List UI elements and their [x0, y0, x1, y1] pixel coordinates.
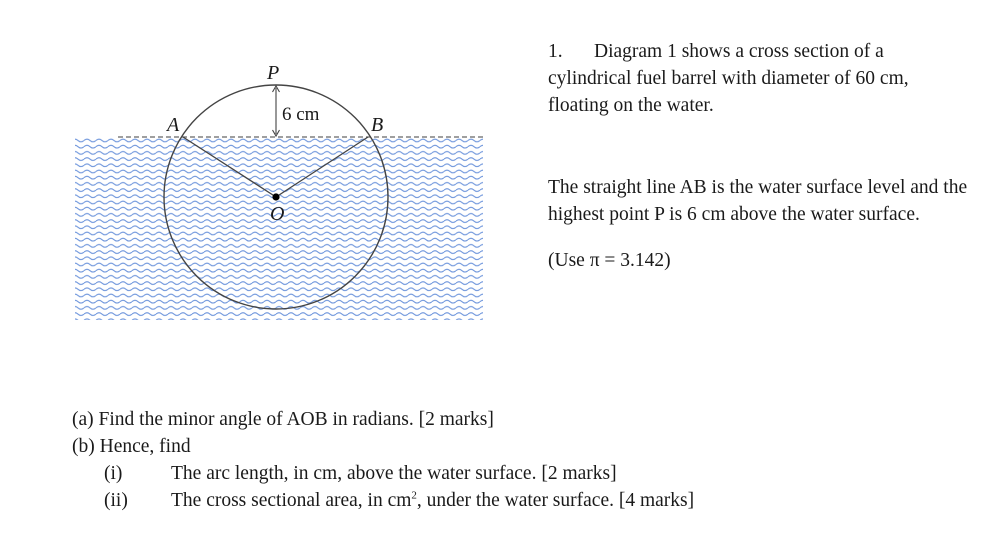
question-b-ii-label: (ii): [104, 490, 128, 511]
arrow-head-down-icon: [272, 129, 280, 138]
label-A: A: [165, 114, 180, 136]
question-b-i: (i) The arc length, in cm, above the wate…: [72, 460, 694, 487]
question-b: (b) Hence, find: [72, 436, 191, 457]
center-point-O: [272, 193, 280, 201]
intro-first: Diagram 1 shows a cross section of a: [594, 41, 884, 62]
question-b-ii: (ii) The cross sectional area, in cm2, un…: [72, 487, 694, 514]
arrow-head-up-icon: [272, 84, 280, 93]
barrel-diagram: P A B O 6 cm: [0, 0, 520, 340]
description: The straight line AB is the water surfac…: [548, 177, 968, 225]
squared-superscript: 2: [411, 489, 417, 502]
label-P: P: [266, 62, 279, 84]
label-O: O: [270, 203, 284, 225]
radius-OA: [182, 136, 277, 198]
question-b-ii-text-post: , under the water surface. [4 marks]: [416, 490, 695, 511]
question-list: (a) Find the minor angle of AOB in radia…: [72, 406, 694, 514]
intro-rest: cylindrical fuel barrel with diameter of…: [548, 68, 909, 116]
problem-statement: 1. Diagram 1 shows a cross section of a c…: [548, 38, 968, 274]
question-b-i-text: The arc length, in cm, above the water s…: [171, 463, 617, 484]
label-B: B: [371, 114, 383, 136]
water-region: [75, 137, 483, 320]
question-b-ii-text-pre: The cross sectional area, in cm: [171, 490, 412, 511]
radius-OB: [275, 136, 369, 198]
label-height: 6 cm: [282, 104, 320, 125]
pi-note: (Use π = 3.142): [548, 250, 671, 271]
question-b-i-label: (i): [104, 463, 123, 484]
question-number: 1.: [548, 41, 563, 62]
intro-line-1: 1. Diagram 1 shows a cross section of a: [548, 38, 968, 65]
question-a: (a) Find the minor angle of AOB in radia…: [72, 409, 494, 430]
